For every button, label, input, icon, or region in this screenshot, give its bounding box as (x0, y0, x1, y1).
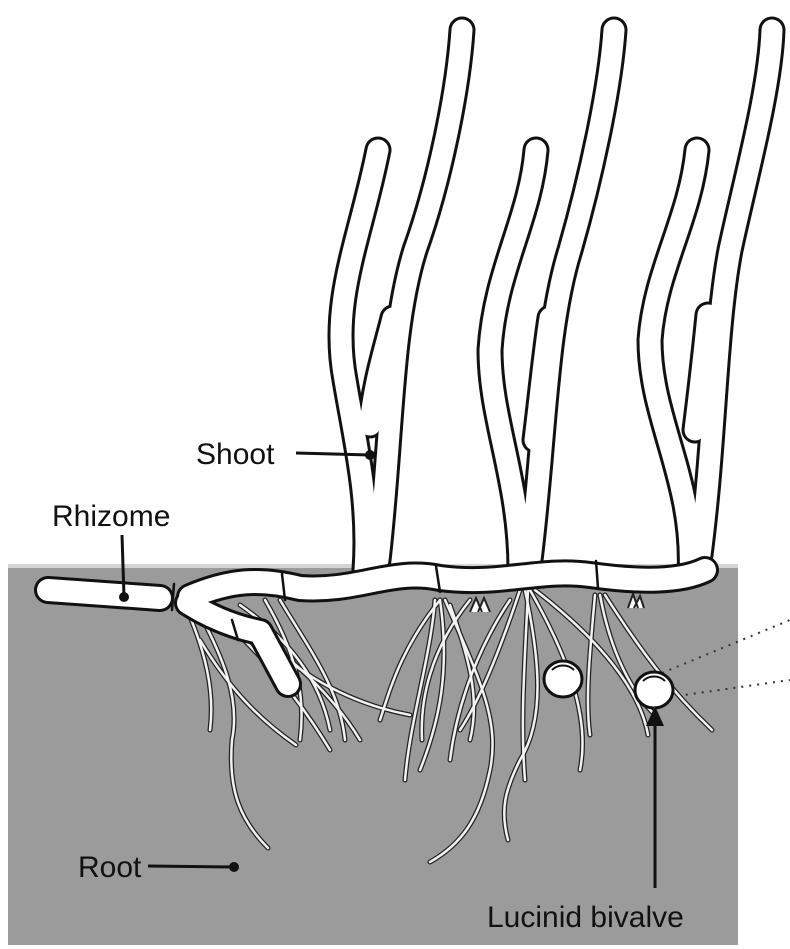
sediment (8, 565, 738, 945)
lucinid-bivalve-2 (635, 672, 673, 708)
label-root: Root (78, 851, 142, 884)
label-lucinid-bivalve: Lucinid bivalve (487, 901, 684, 934)
lucinid-bivalve-1 (544, 661, 582, 697)
shoots (341, 30, 772, 575)
label-rhizome: Rhizome (52, 500, 170, 533)
label-shoot: Shoot (196, 438, 275, 471)
